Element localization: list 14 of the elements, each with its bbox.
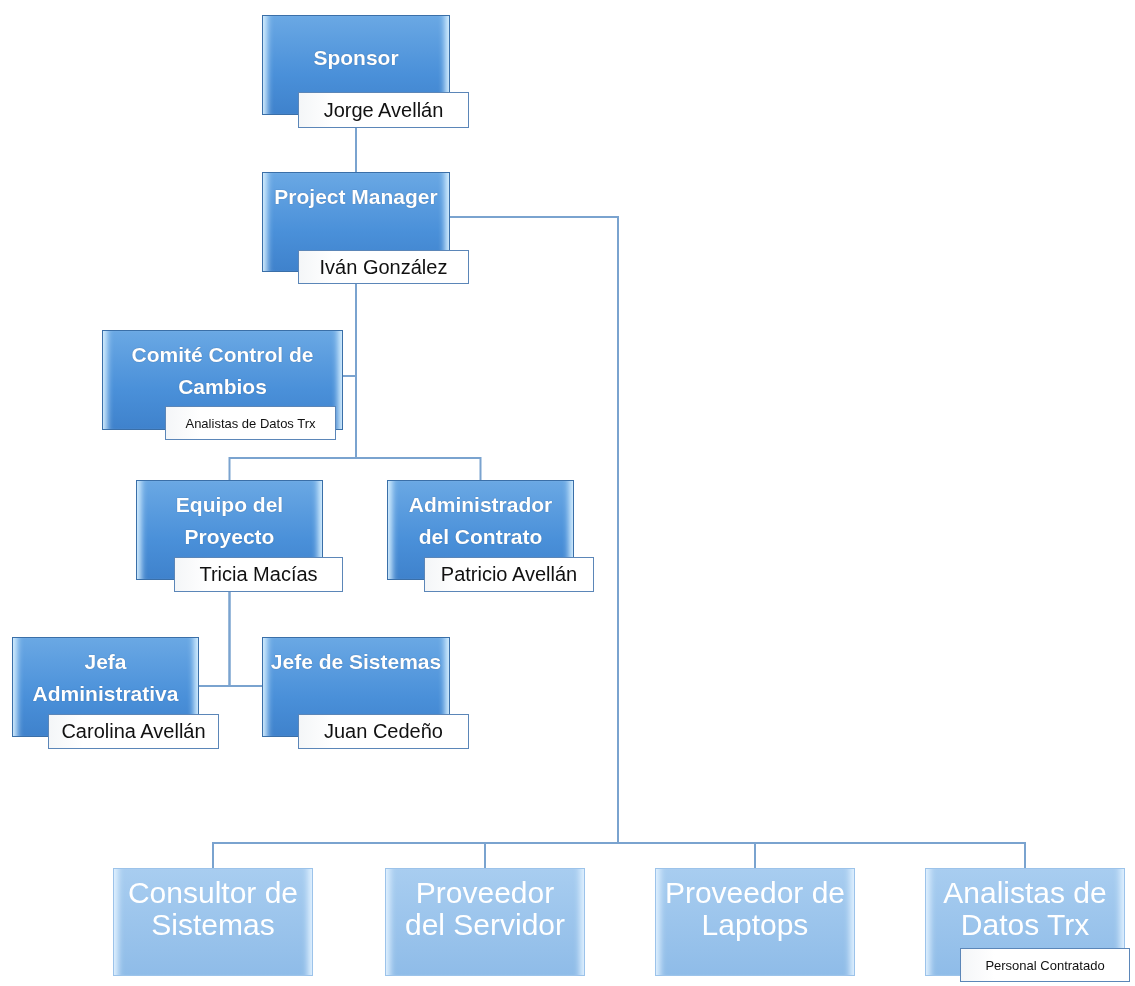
name-tag: Tricia Macías (174, 557, 343, 592)
name-tag: Iván González (298, 250, 469, 284)
name-tag: Jorge Avellán (298, 92, 469, 128)
name-tag: Carolina Avellán (48, 714, 219, 749)
name-tag: Juan Cedeño (298, 714, 469, 749)
role-box: Proveedor del Servidor (385, 868, 585, 976)
connector-line (228, 591, 263, 687)
connector-line (355, 283, 482, 481)
role-box: Consultor de Sistemas (113, 868, 313, 976)
name-tag: Analistas de Datos Trx (165, 406, 336, 440)
role-box: Proveedor de Laptops (655, 868, 855, 976)
name-tag: Patricio Avellán (424, 557, 594, 592)
connector-line (355, 127, 357, 173)
name-tag: Personal Contratado (960, 948, 1130, 982)
